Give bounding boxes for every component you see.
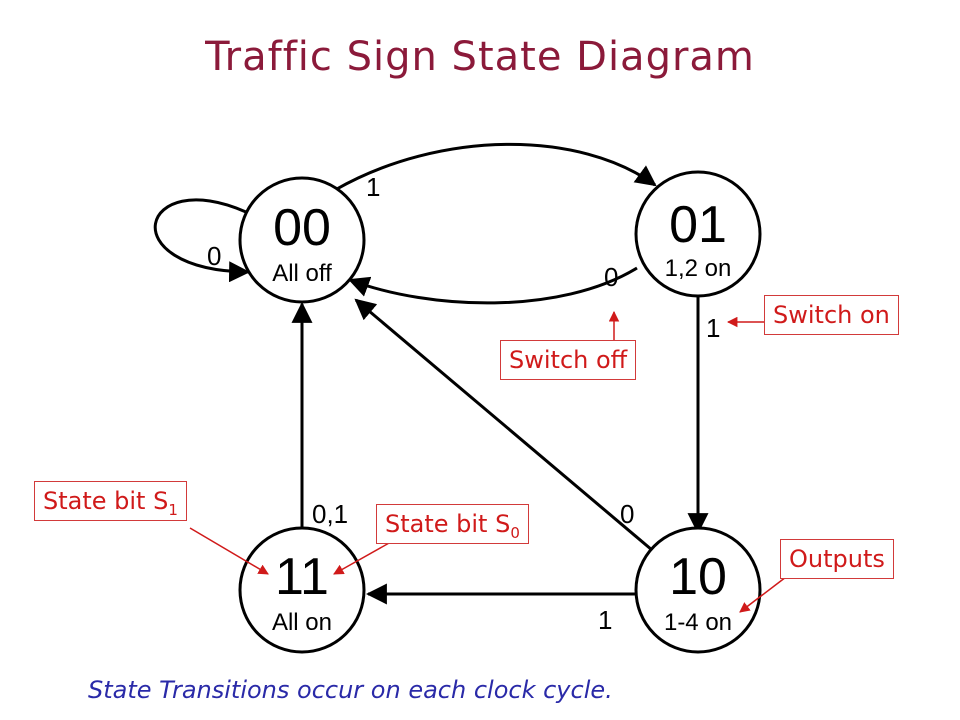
transition-label-00-self: 0: [207, 241, 221, 271]
state-11: 11 All on: [238, 526, 366, 654]
transition-10-to-00: [354, 298, 653, 552]
callout-switch-off: Switch off: [500, 340, 637, 380]
state-01-output: 1,2 on: [665, 255, 732, 282]
state-10-output: 1-4 on: [664, 609, 732, 636]
diagram-title: Traffic Sign State Diagram: [205, 34, 755, 80]
footer-note: State Transitions occur on each clock cy…: [88, 676, 613, 704]
state-00-code: 00: [273, 199, 331, 257]
transition-00-self: [153, 198, 251, 283]
transition-label-01-to-00: 0: [604, 262, 618, 292]
pointer-outputs: [739, 576, 787, 613]
transition-label-10-to-00: 0: [620, 499, 634, 529]
transition-00-to-01: [334, 142, 657, 192]
transition-01-to-00: [348, 266, 638, 305]
callout-state-bit-s1-text: State bit S: [43, 487, 169, 515]
transition-label-01-to-10: 1: [706, 313, 720, 343]
state-00: 00 All off: [238, 176, 366, 304]
callout-state-bit-s0-sub: 0: [510, 524, 520, 542]
state-01: 01 1,2 on: [634, 170, 762, 298]
callout-state-bit-s0: State bit S0: [376, 504, 529, 544]
state-11-output: All on: [272, 609, 332, 636]
state-01-code: 01: [669, 196, 727, 254]
callout-outputs: Outputs: [780, 539, 894, 579]
pointer-state-bit-s1: [189, 527, 269, 575]
state-00-output: All off: [272, 260, 332, 287]
state-11-code: 11: [275, 548, 329, 606]
transition-label-00-to-01: 1: [366, 172, 380, 202]
callout-switch-on: Switch on: [764, 295, 899, 335]
transition-label-10-to-11: 1: [598, 605, 612, 635]
state-10: 10 1-4 on: [634, 526, 762, 654]
callout-state-bit-s0-text: State bit S: [385, 510, 511, 538]
state-10-code: 10: [669, 548, 727, 606]
transition-label-11-to-00: 0,1: [312, 499, 348, 529]
callout-state-bit-s1: State bit S1: [34, 481, 187, 521]
callout-state-bit-s1-sub: 1: [168, 501, 178, 519]
pointer-state-bit-s0: [333, 537, 399, 575]
